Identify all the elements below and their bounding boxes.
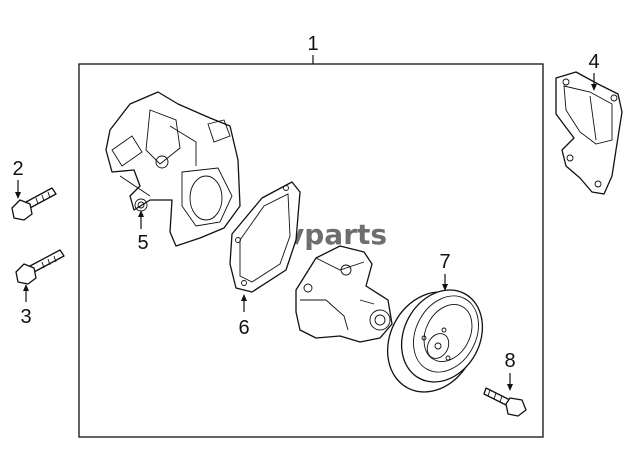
callout-4[interactable]: 4 bbox=[588, 51, 600, 91]
callout-2[interactable]: 2 bbox=[12, 158, 24, 199]
callout-4-label: 4 bbox=[588, 51, 599, 73]
watermark-text: vparts bbox=[286, 218, 387, 251]
callout-2-label: 2 bbox=[12, 158, 23, 180]
callout-6[interactable]: 6 bbox=[238, 294, 250, 339]
bolt-upper-drawing bbox=[11, 187, 57, 221]
callout-5-label: 5 bbox=[137, 232, 148, 254]
callout-6-label: 6 bbox=[238, 317, 249, 339]
mounting-bracket-drawing bbox=[555, 71, 623, 195]
pulley-bolt-drawing bbox=[483, 387, 527, 417]
callout-1[interactable]: 1 bbox=[307, 33, 319, 64]
callout-3-label: 3 bbox=[20, 306, 31, 328]
callout-5[interactable]: 5 bbox=[137, 210, 149, 254]
callout-8[interactable]: 8 bbox=[504, 350, 516, 391]
callout-7-label: 7 bbox=[439, 251, 450, 273]
bolt-lower-drawing bbox=[15, 249, 65, 285]
callout-8-label: 8 bbox=[504, 350, 515, 372]
pump-gasket-drawing bbox=[229, 181, 301, 293]
callout-3[interactable]: 3 bbox=[20, 284, 32, 328]
assembly-frame bbox=[78, 63, 544, 438]
water-pump-body-drawing bbox=[295, 245, 393, 343]
callout-1-label: 1 bbox=[307, 33, 318, 55]
pump-housing-drawing bbox=[105, 91, 241, 247]
pump-pulley-drawing bbox=[386, 289, 484, 393]
callout-7[interactable]: 7 bbox=[439, 251, 451, 291]
